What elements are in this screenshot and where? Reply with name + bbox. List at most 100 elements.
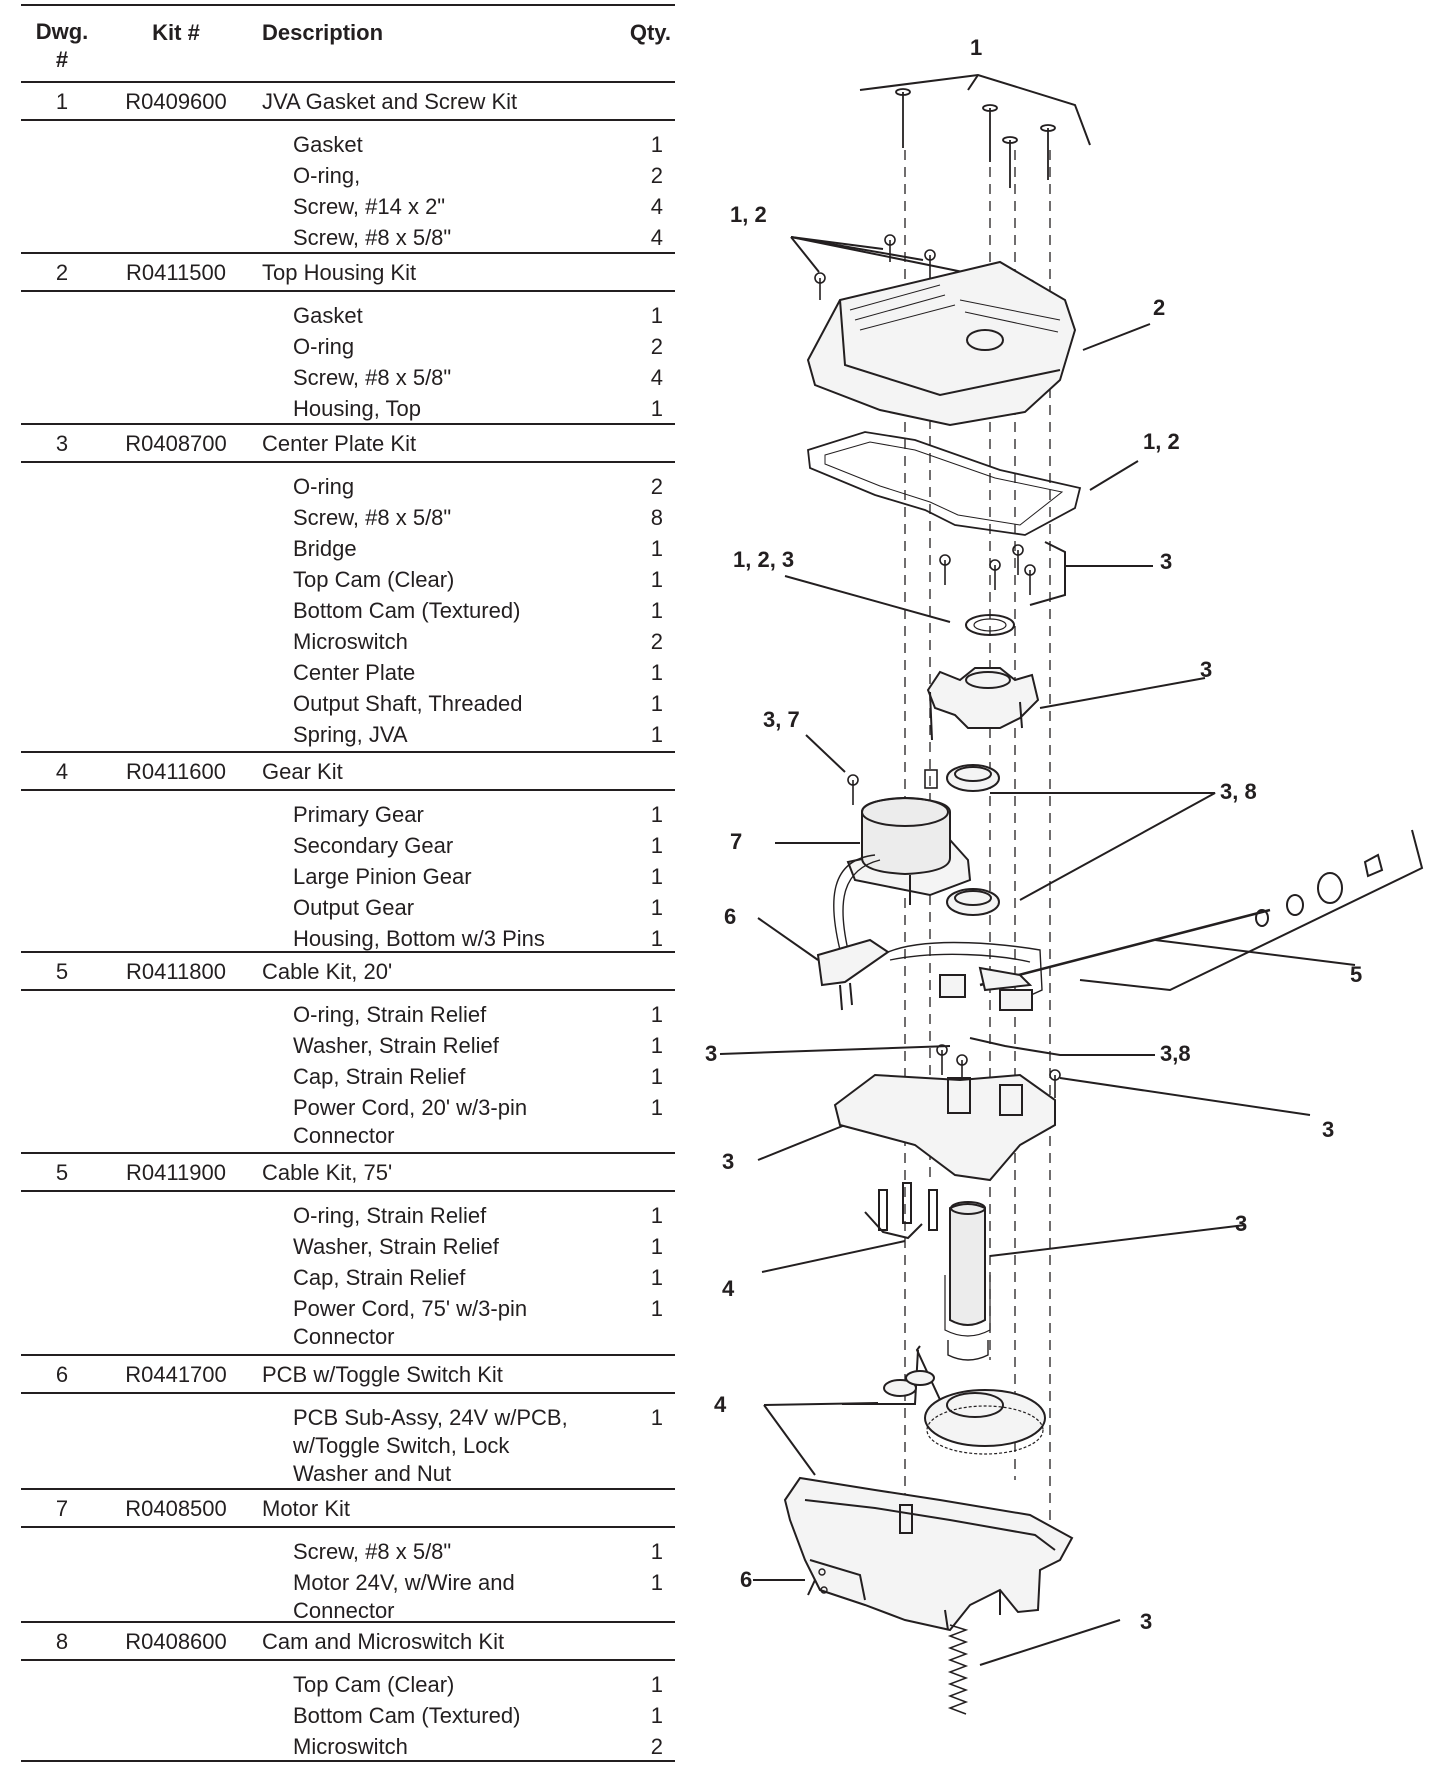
component-qty: 1 — [650, 1672, 663, 1697]
callout-center-plate: 3 — [722, 1149, 735, 1174]
component-qty: 2 — [650, 629, 663, 654]
kit-description: Top Housing Kit — [262, 260, 417, 285]
kit-part-number: R0411800 — [126, 959, 226, 984]
callout-pins: 4 — [722, 1276, 735, 1301]
component-qty: 1 — [650, 1033, 663, 1058]
callout-top-screws: 1 — [970, 35, 983, 60]
kit-part-number: R0411900 — [126, 1160, 226, 1185]
component-qty: 1 — [650, 926, 663, 951]
component-qty: 1 — [650, 303, 663, 328]
callout-motor-screw: 3, 7 — [763, 707, 800, 732]
component-qty: 1 — [650, 1064, 663, 1089]
cams-shape — [946, 764, 1000, 916]
component-qty: 1 — [650, 598, 663, 623]
header-kit-number: Kit # — [152, 20, 200, 45]
kit-dwg-number: 3 — [55, 431, 69, 456]
kit-description: Gear Kit — [262, 759, 343, 784]
callout-plate-screw-right: 3 — [1322, 1117, 1335, 1142]
component-qty: 1 — [650, 567, 663, 592]
component-name: O-ring — [293, 474, 355, 499]
toggle-bracket — [818, 1568, 828, 1594]
component-name: Primary Gear — [293, 802, 424, 827]
kit-dwg-number: 5 — [55, 1160, 69, 1185]
kit-dwg-number: 7 — [55, 1496, 69, 1521]
kit-row: 6 R0441700 PCB w/Toggle Switch Kit — [21, 1354, 675, 1394]
kit-part-number: R0441700 — [125, 1362, 227, 1387]
component-name: Cap, Strain Relief — [293, 1265, 466, 1290]
kit-description: Center Plate Kit — [262, 431, 417, 456]
component-qty: 1 — [650, 660, 663, 685]
component-name: Large Pinion Gear — [293, 864, 472, 889]
callout-cable: 5 — [1350, 962, 1363, 987]
component-name: Gasket — [293, 303, 363, 328]
component-name: Power Cord, 75' w/3-pin Connector — [293, 1296, 528, 1349]
component-name: Power Cord, 20' w/3-pin Connector — [293, 1095, 528, 1148]
component-name: Motor 24V, w/Wire and Connector — [293, 1570, 515, 1623]
component-qty: 1 — [650, 132, 663, 157]
component-name: Washer, Strain Relief — [293, 1234, 499, 1259]
component-name: Bridge — [293, 536, 357, 561]
diagram-drawing — [719, 73, 1424, 1715]
component-name: Secondary Gear — [293, 833, 454, 858]
bridge-shape — [926, 667, 1040, 741]
component-qty: 1 — [650, 1265, 663, 1290]
callout-top-housing: 2 — [1153, 295, 1166, 320]
component-qty: 1 — [650, 722, 663, 747]
kit-description: PCB w/Toggle Switch Kit — [262, 1362, 503, 1387]
component-name: O-ring, Strain Relief — [293, 1203, 487, 1228]
component-qty: 1 — [650, 802, 663, 827]
component-qty: 1 — [650, 1296, 663, 1321]
cable-shape — [978, 853, 1384, 992]
component-name: Top Cam (Clear) — [293, 567, 455, 592]
component-qty: 1 — [650, 1203, 663, 1228]
component-name: Housing, Bottom w/3 Pins — [293, 926, 545, 951]
component-qty: 4 — [650, 225, 663, 250]
callout-pcb: 6 — [724, 904, 737, 929]
kit-dwg-number: 2 — [55, 260, 69, 285]
component-qty: 1 — [650, 1405, 663, 1430]
component-name: Cap, Strain Relief — [293, 1064, 466, 1089]
component-name: Housing, Top — [293, 396, 422, 421]
kit-dwg-number: 1 — [55, 89, 69, 114]
callout-toggle: 6 — [740, 1567, 753, 1592]
kit-description: Cable Kit, 20' — [262, 959, 393, 984]
kit-description: JVA Gasket and Screw Kit — [262, 89, 518, 114]
component-name: Screw, #8 x 5/8" — [293, 225, 452, 250]
callout-motor: 7 — [730, 829, 743, 854]
motor-screw — [847, 769, 938, 805]
header-description: Description — [262, 20, 384, 45]
component-name: Screw, #8 x 5/8" — [293, 505, 452, 530]
motor-shape — [833, 796, 972, 951]
component-qty: 1 — [650, 864, 663, 889]
component-name: PCB Sub-Assy, 24V w/PCB, w/Toggle Switch… — [293, 1405, 568, 1486]
component-name: Spring, JVA — [293, 722, 408, 747]
callout-gasket: 1, 2 — [1143, 429, 1180, 454]
component-qty: 2 — [650, 163, 663, 188]
component-qty: 1 — [650, 1234, 663, 1259]
component-name: Microswitch — [293, 629, 408, 654]
kit-part-number: R0408600 — [125, 1629, 227, 1654]
table-top-rule — [21, 4, 675, 6]
callout-output-shaft: 3 — [1235, 1211, 1248, 1236]
callout-cams: 3, 8 — [1220, 779, 1257, 804]
top-screws — [895, 88, 1056, 188]
plate-screws — [936, 1044, 1061, 1098]
component-name: Gasket — [293, 132, 363, 157]
pins-shape — [878, 1182, 938, 1231]
component-name: Washer, Strain Relief — [293, 1033, 499, 1058]
component-qty: 1 — [650, 536, 663, 561]
component-qty: 2 — [650, 334, 663, 359]
component-qty: 2 — [650, 1734, 663, 1759]
kit-dwg-number: 4 — [55, 759, 69, 784]
kit-part-number: R0408500 — [125, 1496, 227, 1521]
component-name: Output Shaft, Threaded — [293, 691, 523, 716]
kit-dwg-number: 6 — [55, 1362, 69, 1387]
